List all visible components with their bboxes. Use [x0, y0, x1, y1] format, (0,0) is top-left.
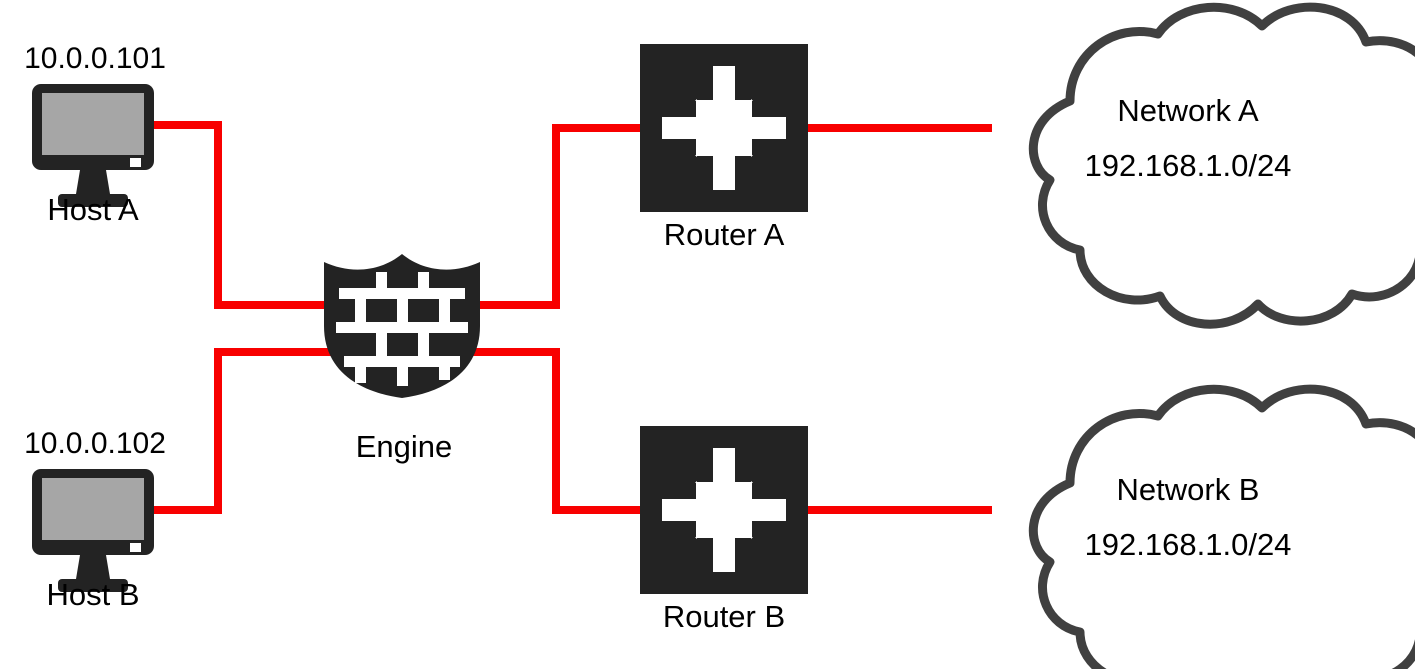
- network-b-subnet-label: 192.168.1.0/24: [1085, 527, 1292, 562]
- link-layer: [145, 121, 992, 514]
- node-network-b[interactable]: Network B 192.168.1.0/24: [1033, 389, 1415, 669]
- firewall-shield-icon: [324, 254, 480, 398]
- node-network-a[interactable]: Network A 192.168.1.0/24: [1033, 7, 1415, 324]
- node-engine[interactable]: Engine: [324, 254, 480, 464]
- host-a-label: Host A: [47, 192, 139, 227]
- host-b-label: Host B: [46, 577, 139, 612]
- router-icon: [640, 426, 808, 594]
- link-engine-to-router-a: [465, 124, 642, 309]
- host-b-ip-label: 10.0.0.102: [24, 427, 166, 460]
- link-host-a-to-engine: [145, 121, 340, 309]
- monitor-icon: [32, 84, 154, 207]
- router-a-label: Router A: [664, 217, 785, 252]
- network-a-subnet-label: 192.168.1.0/24: [1085, 148, 1292, 183]
- node-host-b[interactable]: 10.0.0.102 Host B: [24, 427, 166, 612]
- network-a-name-label: Network A: [1117, 93, 1259, 128]
- link-host-b-to-engine: [145, 348, 340, 514]
- network-b-name-label: Network B: [1117, 472, 1260, 507]
- monitor-icon: [32, 469, 154, 592]
- node-router-a[interactable]: Router A: [640, 44, 808, 252]
- link-engine-to-router-b: [465, 348, 642, 514]
- node-router-b[interactable]: Router B: [640, 426, 808, 634]
- node-host-a[interactable]: 10.0.0.101 Host A: [24, 42, 166, 227]
- engine-label: Engine: [356, 429, 453, 464]
- host-a-ip-label: 10.0.0.101: [24, 42, 166, 75]
- router-icon: [640, 44, 808, 212]
- router-b-label: Router B: [663, 599, 785, 634]
